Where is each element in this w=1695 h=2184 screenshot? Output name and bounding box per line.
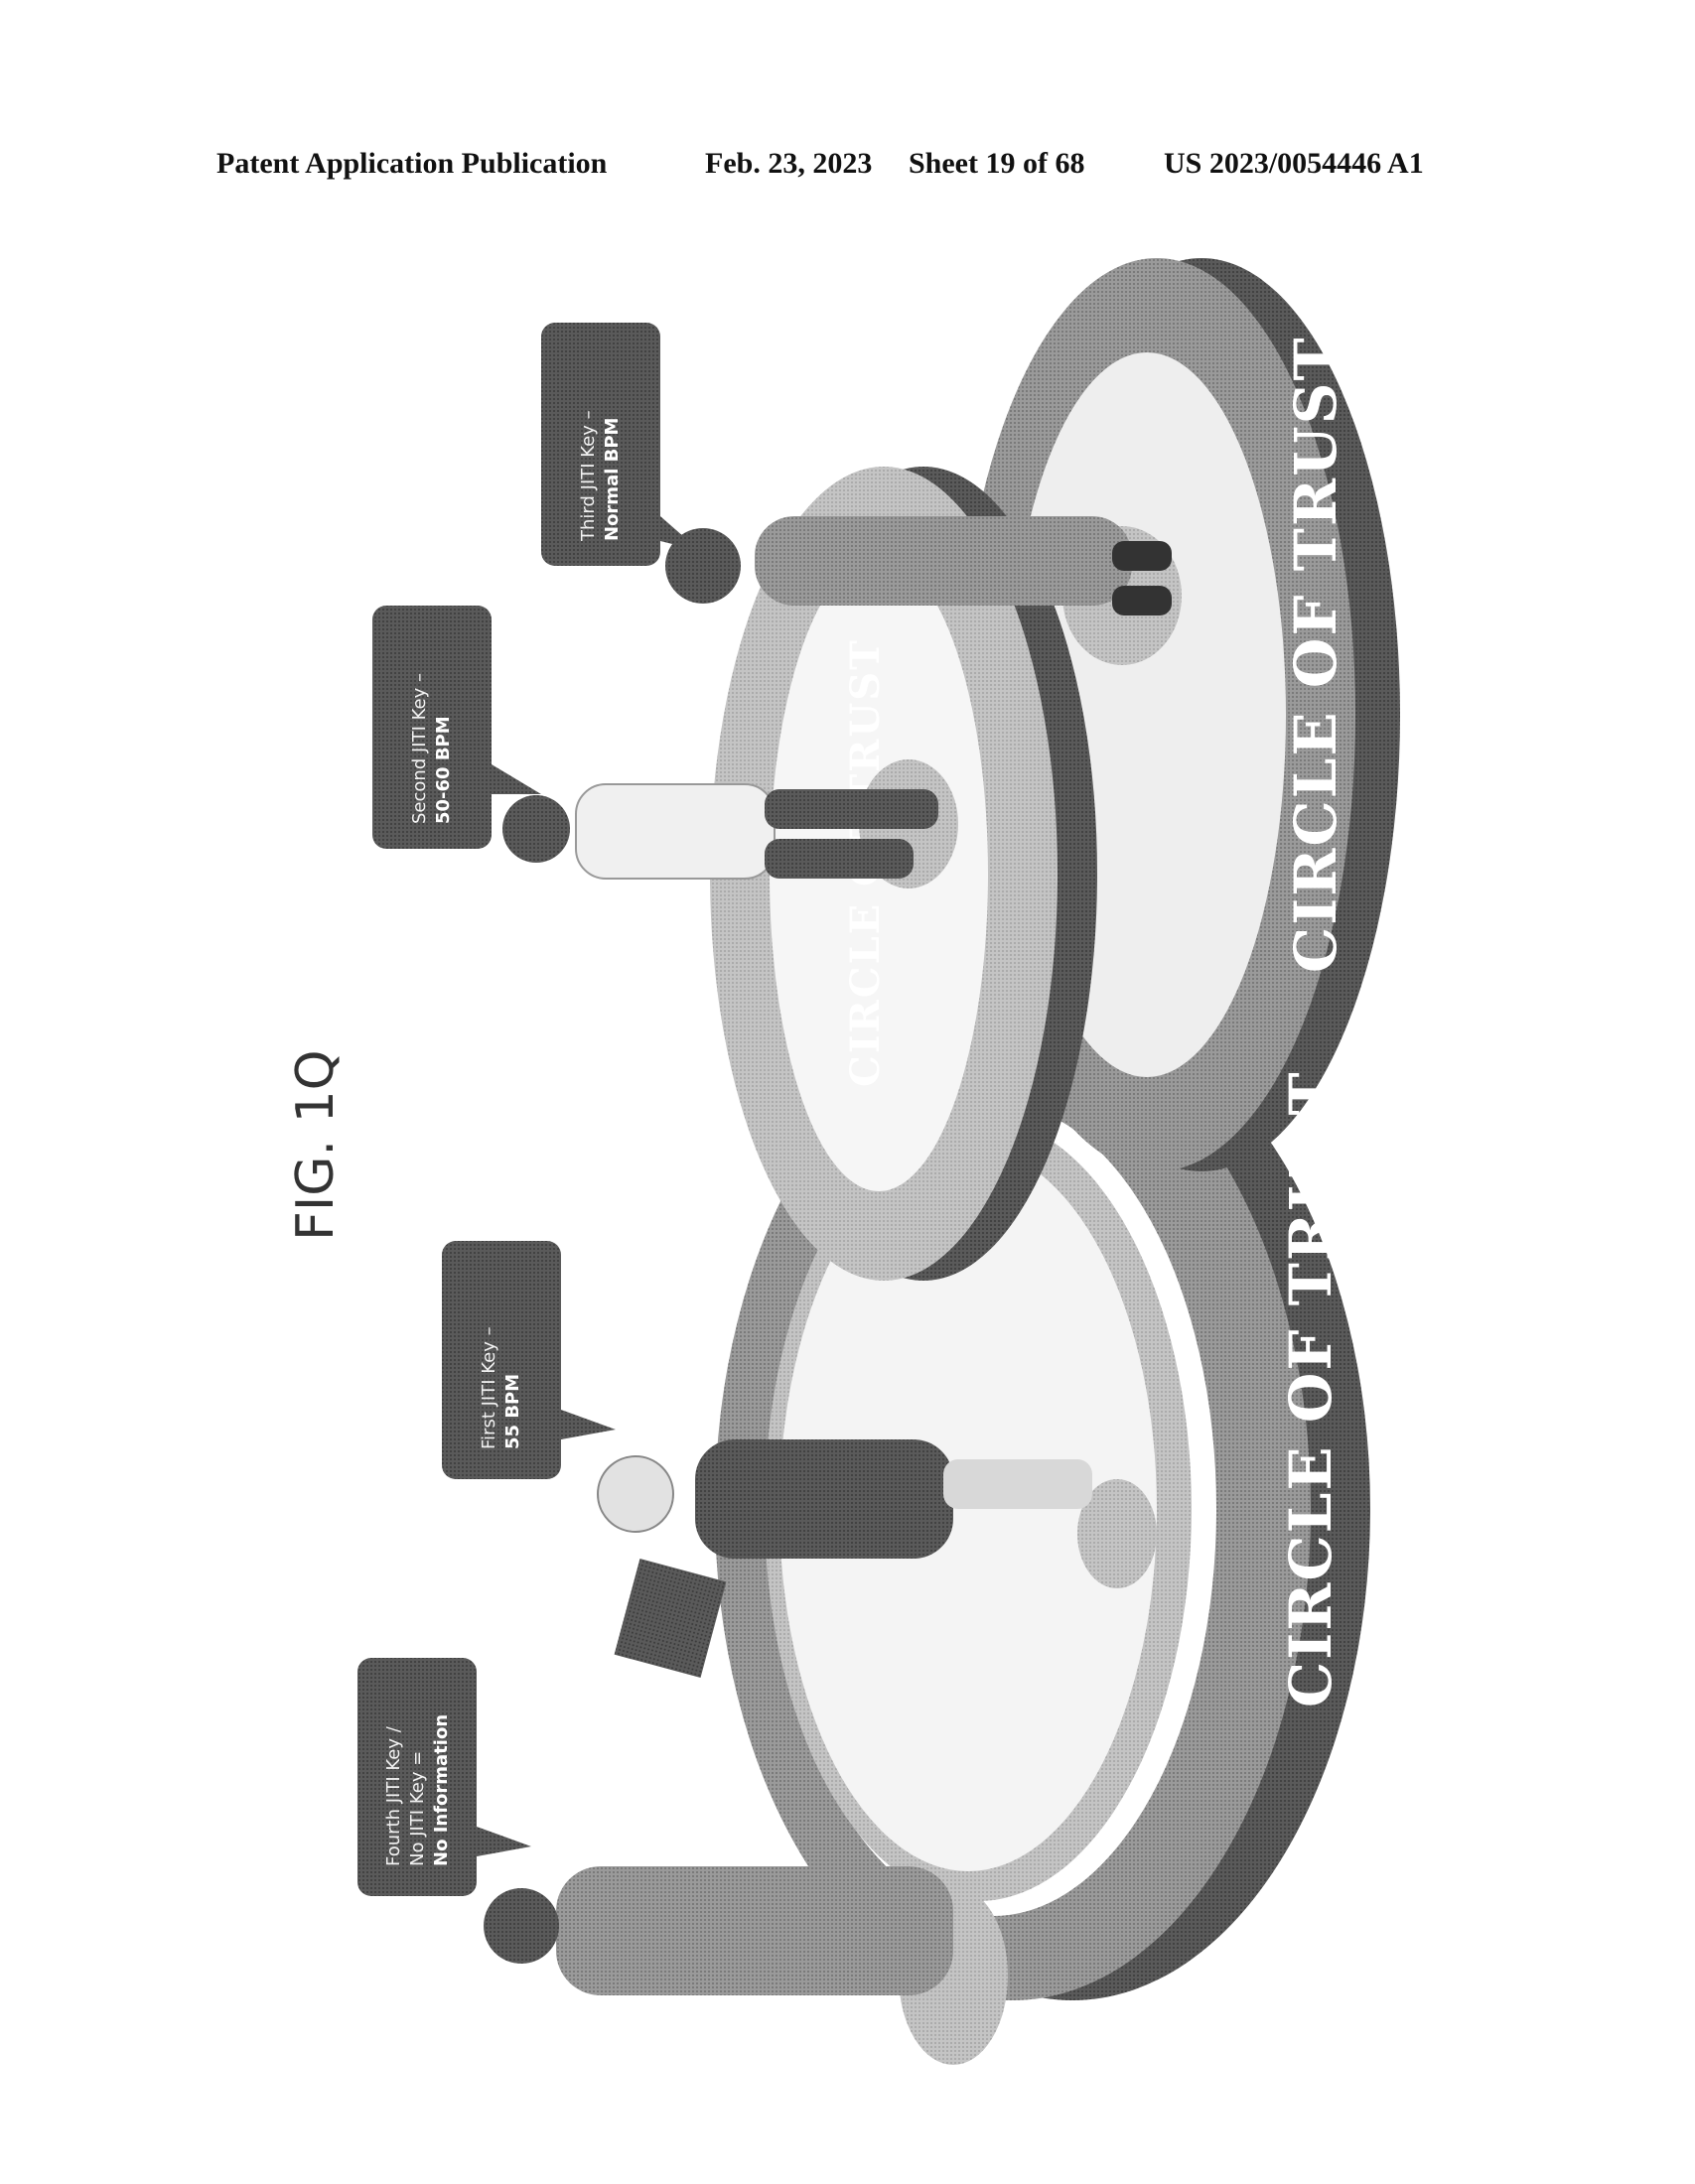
ring-label-large: CIRCLE OF TRUST	[1277, 1070, 1344, 1707]
bubble-third: Third JITI Key – Normal BPM	[541, 323, 700, 566]
person-fourth	[484, 1866, 1008, 2065]
bubble-fourth-line3: No Information	[431, 1714, 452, 1866]
publication-date: Feb. 23, 2023	[705, 147, 873, 180]
bubble-third-line1: Third JITI Key –	[578, 410, 599, 542]
bubble-second: Second JITI Key – 50-60 BPM	[372, 606, 541, 849]
ring-label-right: CIRCLE OF TRUST	[1282, 336, 1349, 973]
patent-number: US 2023/0054446 A1	[1164, 147, 1424, 180]
publication-label: Patent Application Publication	[216, 147, 608, 180]
bubble-second-line1: Second JITI Key –	[409, 673, 430, 824]
bubble-first: First JITI Key – 55 BPM	[442, 1241, 616, 1479]
bubble-fourth-line1: Fourth JITI Key /	[383, 1725, 404, 1866]
person-first	[597, 1439, 1157, 1678]
page-header: Patent Application Publication Feb. 23, …	[0, 147, 1695, 187]
bubble-fourth: Fourth JITI Key / No JITI Key = No Infor…	[357, 1658, 531, 1896]
sheet-number: Sheet 19 of 68	[909, 147, 1085, 180]
bubble-first-line1: First JITI Key –	[479, 1326, 499, 1449]
bubble-third-line2: Normal BPM	[602, 418, 623, 541]
figure-label: FIG. 1Q	[286, 1049, 346, 1241]
person-third	[665, 516, 1182, 665]
bubble-second-line2: 50-60 BPM	[433, 716, 454, 824]
person-second	[502, 759, 958, 888]
bubble-first-line2: 55 BPM	[502, 1374, 523, 1449]
bubble-fourth-line2: No JITI Key =	[407, 1751, 428, 1866]
